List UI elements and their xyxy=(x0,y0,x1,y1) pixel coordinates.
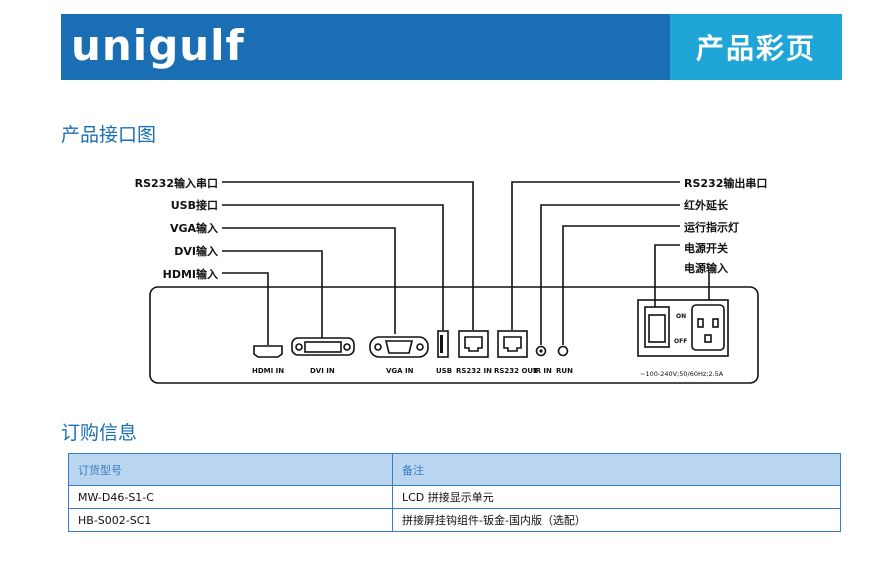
label-usb: USB接口 xyxy=(170,199,218,212)
table-row: HB-S002-SC1 拼接屏挂钩组件-钣金-国内版（选配） xyxy=(68,508,841,532)
cell-model: MW-D46-S1-C xyxy=(68,485,393,509)
order-table: 订货型号 备注 MW-D46-S1-C LCD 拼接显示单元 HB-S002-S… xyxy=(68,453,841,532)
rs232-out-port xyxy=(497,330,528,358)
port-label-rs232-out: RS232 OUT xyxy=(494,367,538,375)
label-dvi: DVI输入 xyxy=(174,245,218,258)
hdmi-port xyxy=(253,345,283,358)
leader-usb xyxy=(222,204,444,330)
leader-run xyxy=(562,225,680,345)
leader-ir xyxy=(540,204,680,345)
column-header-remark: 备注 xyxy=(392,453,841,486)
header-accent xyxy=(670,14,842,80)
switch-on-label: ON xyxy=(676,313,687,320)
header-banner: unigulf 产品彩页 xyxy=(61,14,842,80)
port-label-ir: IR IN xyxy=(533,367,552,375)
interface-section-title: 产品接口图 xyxy=(61,124,157,146)
ir-jack xyxy=(535,345,547,357)
usb-port xyxy=(437,330,449,358)
label-rs232-out: RS232输出串口 xyxy=(684,177,768,190)
port-label-dvi: DVI IN xyxy=(310,367,335,375)
device-panel xyxy=(149,286,759,384)
cell-remark: LCD 拼接显示单元 xyxy=(392,485,841,509)
label-ir: 红外延长 xyxy=(684,199,728,212)
label-vga: VGA输入 xyxy=(169,222,218,235)
cell-remark: 拼接屏挂钩组件-钣金-国内版（选配） xyxy=(392,508,841,532)
label-power-input: 电源输入 xyxy=(684,262,728,275)
page-badge: 产品彩页 xyxy=(695,32,816,65)
table-row: MW-D46-S1-C LCD 拼接显示单元 xyxy=(68,485,841,509)
port-label-hdmi: HDMI IN xyxy=(252,367,285,375)
rs232-in-port xyxy=(458,330,489,358)
port-label-rs232-in: RS232 IN xyxy=(456,367,492,375)
cell-model: HB-S002-SC1 xyxy=(68,508,393,532)
leader-hdmi xyxy=(222,272,269,345)
port-label-usb: USB xyxy=(436,367,453,375)
power-module xyxy=(637,299,729,357)
dvi-port xyxy=(291,337,355,356)
leader-rs232-in xyxy=(222,181,474,330)
column-header-model: 订货型号 xyxy=(68,453,393,486)
power-socket xyxy=(691,304,725,351)
order-section-title: 订购信息 xyxy=(61,422,138,444)
run-led xyxy=(557,345,569,357)
vga-port xyxy=(369,336,429,358)
switch-off-label: OFF xyxy=(674,338,688,345)
label-rs232-in: RS232输入串口 xyxy=(134,177,218,190)
leader-vga xyxy=(222,227,396,334)
leader-rs232-out xyxy=(511,181,680,330)
label-run-led: 运行指示灯 xyxy=(684,221,739,234)
power-spec-label: ~100-240V;50/60Hz;2.5A xyxy=(640,370,724,378)
leader-power-switch xyxy=(654,244,680,307)
table-header-row: 订货型号 备注 xyxy=(68,453,841,486)
port-label-vga: VGA IN xyxy=(386,367,414,375)
leader-dvi xyxy=(222,250,323,338)
brand-logo: unigulf xyxy=(71,21,245,70)
port-label-run: RUN xyxy=(556,367,573,375)
power-switch xyxy=(644,306,670,348)
label-hdmi: HDMI输入 xyxy=(162,268,218,281)
label-power-switch: 电源开关 xyxy=(684,242,728,255)
